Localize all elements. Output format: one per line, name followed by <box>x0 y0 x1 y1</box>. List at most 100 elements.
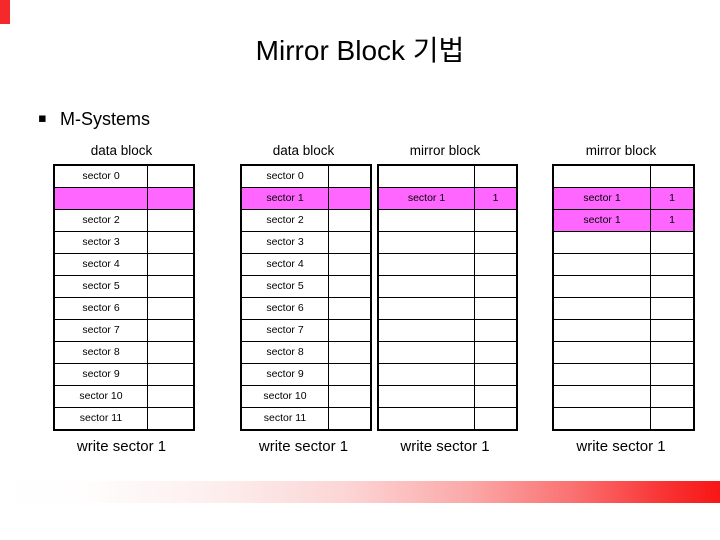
sector-label-cell: sector 3 <box>53 231 148 254</box>
sector-label-cell: sector 5 <box>240 275 329 298</box>
sector-value-cell <box>147 385 195 408</box>
sector-value-cell <box>474 341 518 364</box>
sector-label-cell: sector 10 <box>53 385 148 408</box>
table-row: sector 4 <box>240 253 372 276</box>
sector-value-cell <box>328 407 372 431</box>
sector-label-cell <box>377 209 475 232</box>
table-row: sector 2 <box>53 209 195 232</box>
table-row <box>552 385 695 408</box>
table-row: sector 9 <box>240 363 372 386</box>
sector-value-cell: 1 <box>650 209 695 232</box>
sector-label-cell <box>552 319 651 342</box>
sector-value-cell: 1 <box>474 187 518 210</box>
sector-label-cell: sector 8 <box>240 341 329 364</box>
sector-label-cell <box>377 231 475 254</box>
sector-value-cell <box>147 275 195 298</box>
sector-value-cell <box>650 297 695 320</box>
table-row: sector 4 <box>53 253 195 276</box>
table-row <box>377 319 518 342</box>
sector-value-cell <box>147 209 195 232</box>
sector-value-cell <box>474 253 518 276</box>
table-row: sector 0 <box>240 164 372 188</box>
sector-value-cell <box>328 231 372 254</box>
table-row <box>377 363 518 386</box>
sector-label-cell: sector 0 <box>240 164 329 188</box>
block-header-label: mirror block <box>409 143 481 158</box>
table-row <box>552 341 695 364</box>
table-row: sector 1 <box>240 187 372 210</box>
sector-value-cell <box>147 231 195 254</box>
square-bullet-icon: ▪ <box>38 111 47 126</box>
sector-value-cell <box>650 164 695 188</box>
block-header-label: data block <box>272 143 335 158</box>
block-caption: write sector 1 <box>400 438 490 455</box>
table-row: sector 11 <box>53 407 195 431</box>
table-row <box>53 187 195 210</box>
sector-value-cell <box>650 363 695 386</box>
sector-label-cell <box>377 341 475 364</box>
sector-label-cell: sector 2 <box>53 209 148 232</box>
sector-label-cell: sector 9 <box>53 363 148 386</box>
corner-accent-mark <box>0 0 10 24</box>
table-row <box>377 253 518 276</box>
table-row <box>377 297 518 320</box>
table-row: sector 10 <box>53 385 195 408</box>
sector-label-cell: sector 7 <box>53 319 148 342</box>
table-row: sector 3 <box>240 231 372 254</box>
table-row: sector 0 <box>53 164 195 188</box>
sector-value-cell <box>328 363 372 386</box>
table-row <box>552 164 695 188</box>
table-row: sector 5 <box>240 275 372 298</box>
sector-label-cell: sector 9 <box>240 363 329 386</box>
sector-label-cell: sector 6 <box>53 297 148 320</box>
sector-label-cell <box>552 385 651 408</box>
sector-label-cell <box>552 341 651 364</box>
sector-label-cell: sector 1 <box>552 209 651 232</box>
table-row <box>552 297 695 320</box>
table-row: sector 10 <box>240 385 372 408</box>
sector-label-cell: sector 10 <box>240 385 329 408</box>
sector-label-cell <box>377 275 475 298</box>
block-header-label: mirror block <box>585 143 657 158</box>
table-row: sector 7 <box>240 319 372 342</box>
sector-label-cell: sector 4 <box>240 253 329 276</box>
table-row: sector 9 <box>53 363 195 386</box>
page-title: Mirror Block 기법 <box>255 35 465 66</box>
table-row <box>552 253 695 276</box>
sector-value-cell <box>650 319 695 342</box>
sector-label-cell <box>552 253 651 276</box>
sector-label-cell <box>377 407 475 431</box>
table-row <box>377 231 518 254</box>
sector-value-cell <box>328 253 372 276</box>
sector-label-cell: sector 4 <box>53 253 148 276</box>
sector-value-cell <box>650 253 695 276</box>
table-row <box>552 231 695 254</box>
sector-label-cell: sector 2 <box>240 209 329 232</box>
sector-label-cell <box>377 319 475 342</box>
sector-label-cell: sector 8 <box>53 341 148 364</box>
block-caption: write sector 1 <box>76 438 167 455</box>
sector-label-cell: sector 5 <box>53 275 148 298</box>
sector-label-cell: sector 11 <box>53 407 148 431</box>
table-row <box>377 341 518 364</box>
sector-value-cell <box>650 341 695 364</box>
sector-value-cell <box>147 363 195 386</box>
sector-label-cell: sector 3 <box>240 231 329 254</box>
sector-label-cell <box>552 407 651 431</box>
table-row: sector 8 <box>240 341 372 364</box>
sector-value-cell <box>474 363 518 386</box>
sector-value-cell <box>328 275 372 298</box>
sector-value-cell <box>474 319 518 342</box>
table-row <box>377 164 518 188</box>
sector-value-cell <box>147 319 195 342</box>
table-row <box>377 385 518 408</box>
